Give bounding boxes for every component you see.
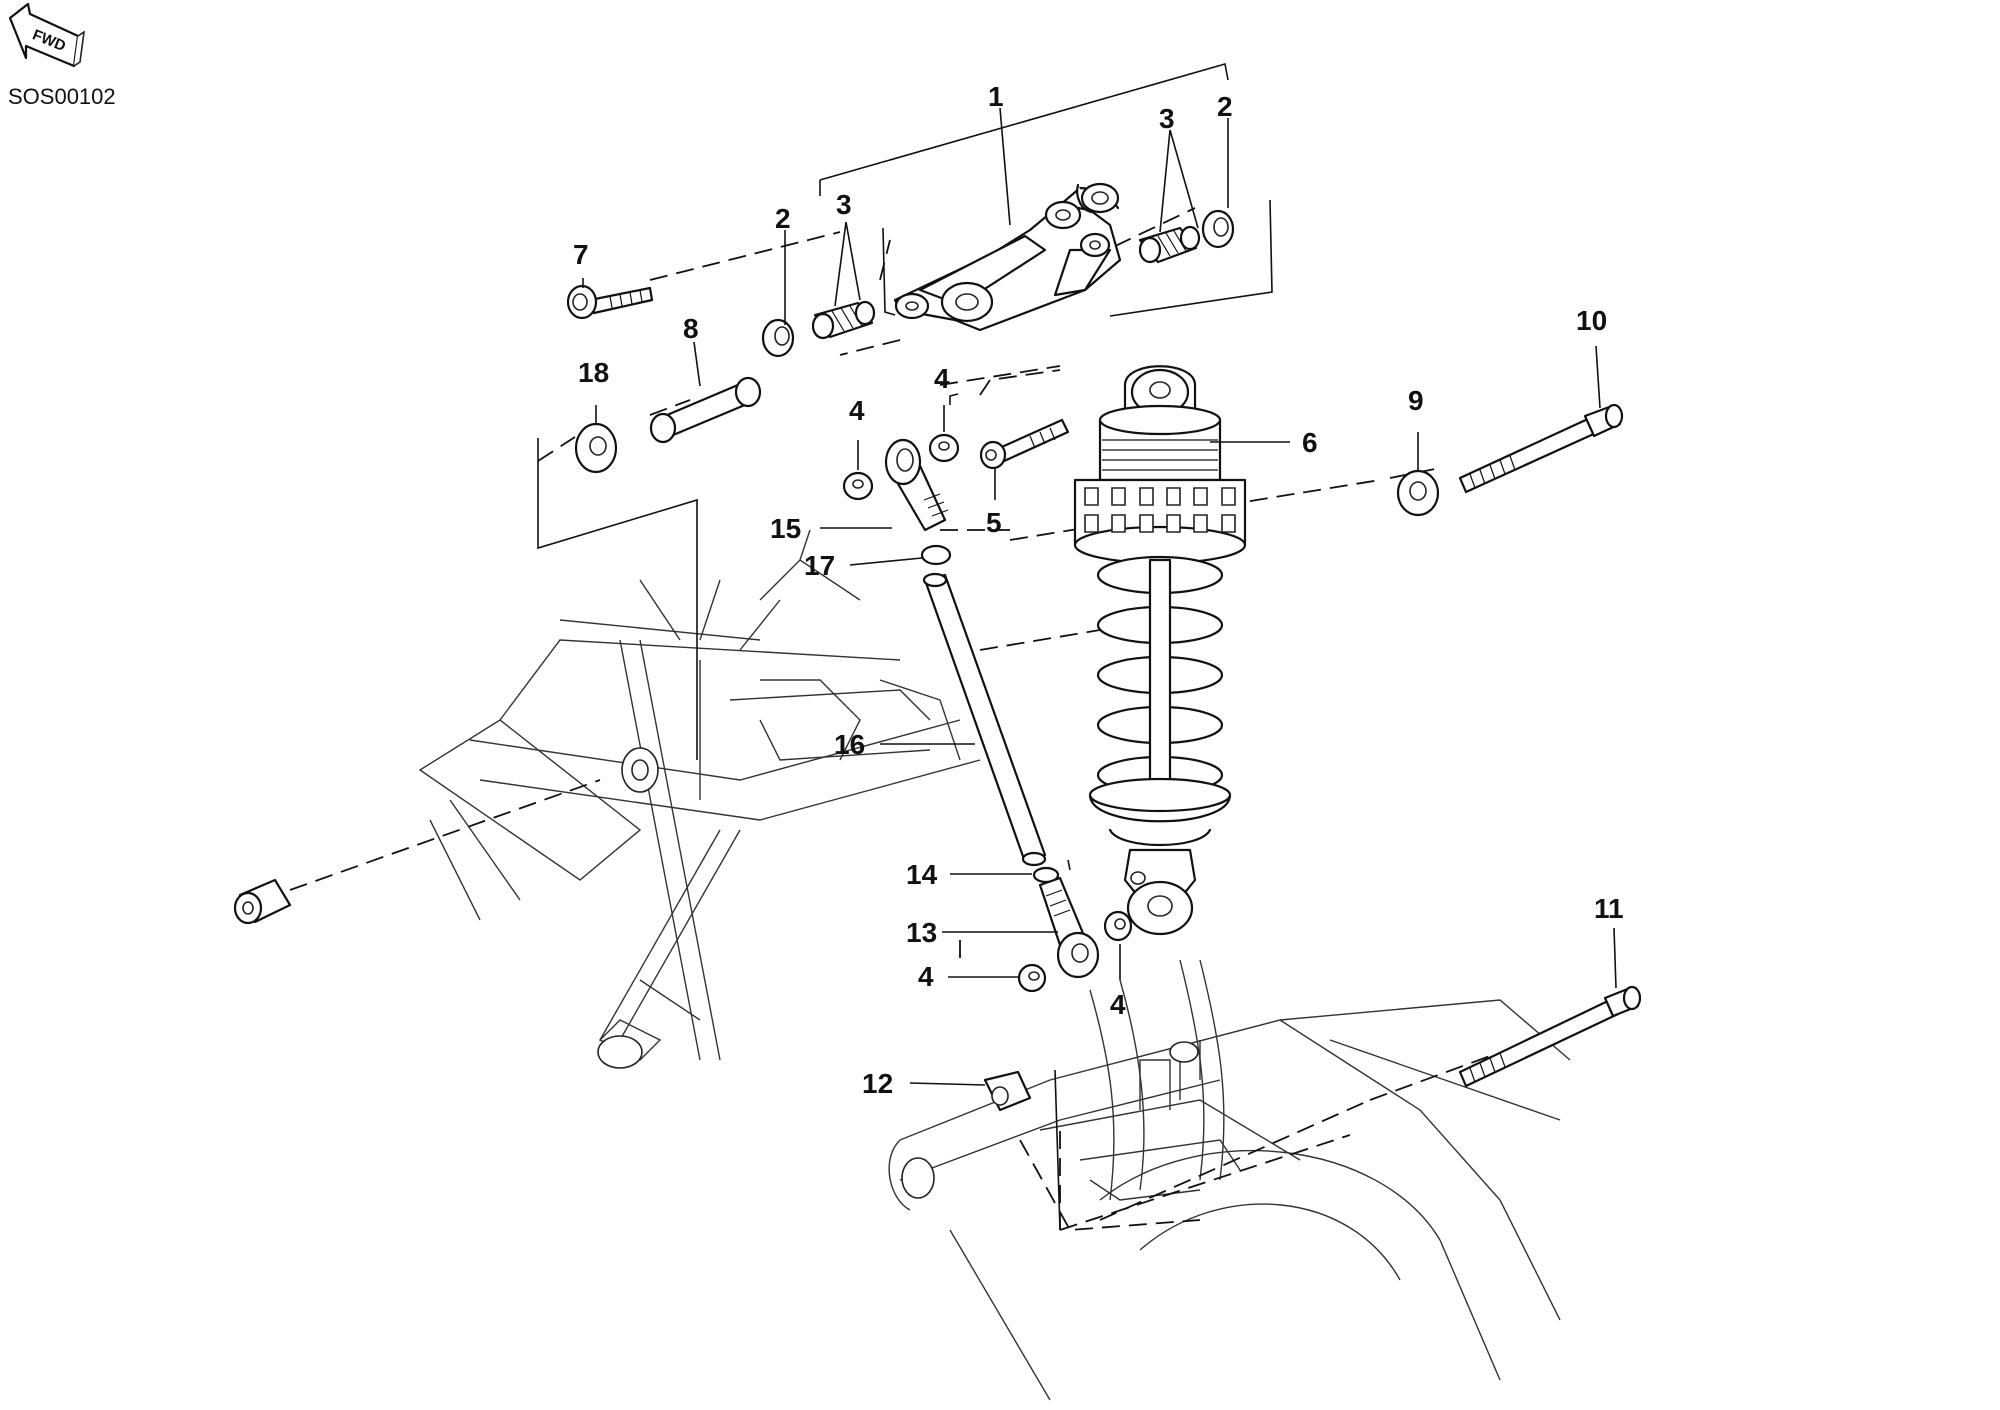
callout-4: 4 (934, 363, 950, 394)
callout-7: 7 (573, 239, 589, 270)
callout-16: 16 (834, 729, 865, 760)
drawing-code: SOS00102 (8, 84, 116, 109)
bolt-5 (979, 418, 1070, 470)
callout-13: 13 (906, 917, 937, 948)
callout-labels: 1 2 2 3 3 4 4 4 4 5 6 7 8 9 10 11 12 13 … (573, 81, 1624, 1099)
callout-3: 3 (1159, 103, 1175, 134)
callout-6: 6 (1302, 427, 1318, 458)
callout-12: 12 (862, 1068, 893, 1099)
bolt-10 (1458, 403, 1624, 494)
bushing-4-top (842, 433, 960, 501)
washer-9 (1396, 469, 1440, 517)
callout-5: 5 (986, 507, 1002, 538)
callout-8: 8 (683, 313, 699, 344)
bolt-7 (566, 284, 654, 320)
rod-end-13 (1038, 876, 1100, 979)
rocker-link (893, 182, 1122, 332)
rod-16 (922, 572, 1060, 884)
callout-17: 17 (804, 550, 835, 581)
callout-11: 11 (1594, 893, 1624, 924)
callout-3: 3 (836, 189, 852, 220)
shock-absorber (1073, 365, 1247, 936)
callout-14: 14 (906, 859, 938, 890)
callout-9: 9 (1408, 385, 1424, 416)
callout-18: 18 (578, 357, 609, 388)
callout-2: 2 (775, 203, 791, 234)
bushing-right (1138, 209, 1235, 264)
callout-4: 4 (918, 961, 934, 992)
callout-4: 4 (849, 395, 865, 426)
bracket-leaders (537, 62, 1273, 1231)
bushing-4-bottom (1017, 910, 1133, 993)
callout-15: 15 (770, 513, 801, 544)
callout-1: 1 (988, 81, 1004, 112)
frame-outline (418, 529, 1571, 1401)
rod-end-15 (884, 438, 952, 566)
bushing-left (761, 300, 876, 358)
spacer-8 (649, 376, 762, 444)
bolt-11 (1458, 985, 1642, 1088)
callout-10: 10 (1576, 305, 1607, 336)
callout-2: 2 (1217, 91, 1233, 122)
fwd-arrow-icon: FWD (8, 2, 86, 68)
frame-bushing (233, 878, 292, 925)
block-12 (983, 1070, 1032, 1112)
washer-18 (574, 422, 618, 474)
callout-4: 4 (1110, 989, 1126, 1020)
callout-leaders (582, 107, 1617, 1086)
